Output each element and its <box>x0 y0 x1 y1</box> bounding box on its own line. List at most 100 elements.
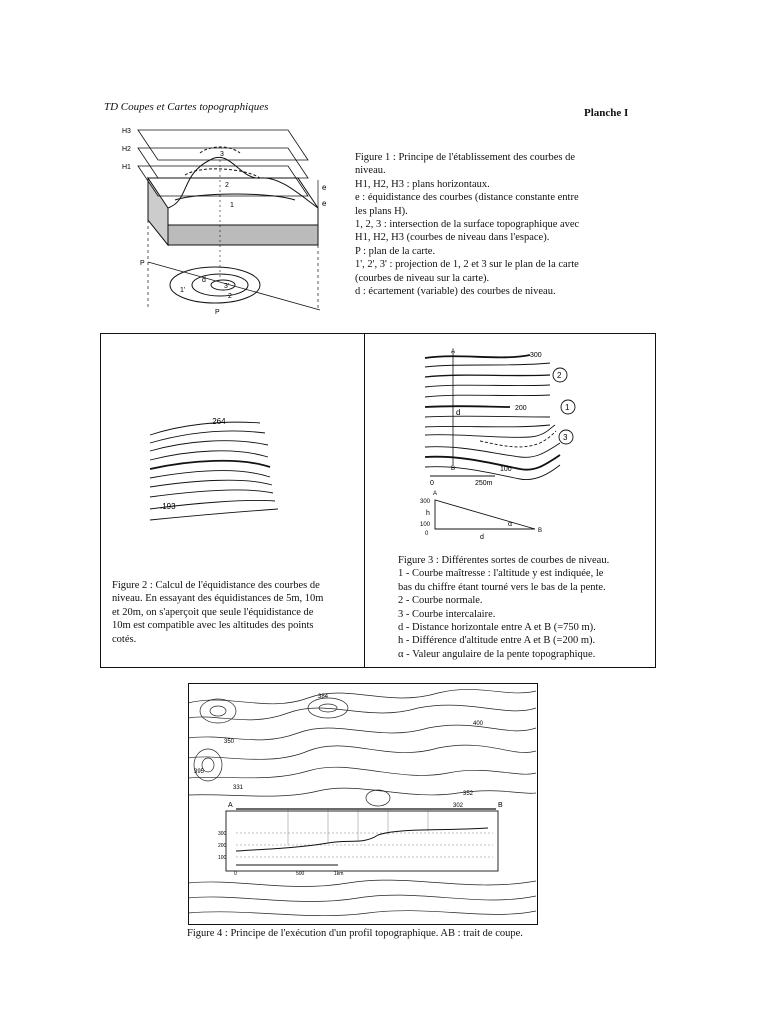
fig2-spot-193: .193 <box>160 502 176 511</box>
fig3-label-300: 300 <box>530 352 542 359</box>
figure2-contours: .264 .193 <box>149 417 279 521</box>
fig3-contour-200 <box>424 405 511 408</box>
fig1-terrain-surface <box>167 157 319 209</box>
fig3-label-d: d <box>456 408 460 417</box>
fig4-label-b: B <box>498 802 503 809</box>
fig1-label-pp: P <box>215 309 220 316</box>
figure2-line: Figure 2 : Calcul de l'équidistance des … <box>112 580 320 591</box>
figure2-line: et 20m, on s'aperçoit que seule l'équidi… <box>112 606 314 618</box>
fig3-contour-intercalary <box>479 430 557 448</box>
fig4-label-350: 350 <box>224 739 235 745</box>
figure2-line: niveau. En essayant des équidistances de… <box>112 593 324 605</box>
fig3-contour <box>424 394 551 398</box>
fig4-axis-100: 100 <box>218 855 227 861</box>
fig4-contour <box>188 894 536 902</box>
plate-label: Planche I <box>584 107 629 119</box>
fig3-tri-d: d <box>480 534 484 541</box>
figure1-line: e : équidistance des courbes (distance c… <box>355 192 579 204</box>
fig1-map-contour-3 <box>210 279 236 291</box>
figure1-line: H1, H2, H3 (courbes de niveau dans l'esp… <box>355 232 550 244</box>
fig3-label-zero: 0 <box>430 480 434 487</box>
fig4-contour-closed <box>201 757 215 773</box>
figure3-line: Figure 3 : Différentes sortes de courbes… <box>398 555 610 566</box>
fig2-contour <box>149 470 271 479</box>
document-title: TD Coupes et Cartes topographiques <box>104 101 269 113</box>
figure1-line: H1, H2, H3 : plans horizontaux. <box>355 178 490 190</box>
fig4-axis-200: 200 <box>218 843 227 849</box>
figure4-map: A B 331 395 384 400 352 302 350 300 200 … <box>188 689 536 916</box>
fig4-contour-closed <box>209 705 227 717</box>
figure3-line: 1 - Courbe maîtresse : l'altitude y est … <box>398 568 604 580</box>
fig4-label-a: A <box>228 802 233 809</box>
fig1-label-3: 3 <box>220 151 224 158</box>
fig1-label-1p: 1' <box>180 287 185 294</box>
fig3-label-scale: 250m <box>475 480 493 487</box>
fig4-contour <box>188 910 536 916</box>
fig4-contour-closed <box>318 703 338 713</box>
fig3-label-200: 200 <box>515 405 527 412</box>
fig3-circle-2 <box>552 367 568 383</box>
fig3-label-100: 100 <box>500 466 512 473</box>
figure1-line: (courbes de niveau sur la carte). <box>355 272 490 284</box>
fig2-contour <box>149 500 276 510</box>
fig4-label-384: 384 <box>318 694 329 700</box>
fig1-label-e1: e <box>322 183 327 192</box>
fig3-contour <box>424 424 551 428</box>
fig3-contour <box>424 415 551 418</box>
fig1-plane-h3 <box>137 129 309 161</box>
figure1-block-diagram: H3 H2 H1 e e P 1 2 3 1' 2 3' d P <box>122 128 327 316</box>
figure3-diagram: 2 1 3 A B 300 200 100 d 0 250m A 300 h 1… <box>420 349 576 541</box>
fig1-terrain-side <box>147 176 169 247</box>
fig1-label-h2: H2 <box>122 146 131 153</box>
fig3-contour <box>424 384 551 388</box>
fig1-plane-h1 <box>137 165 309 197</box>
fig4-contour-closed <box>193 748 223 782</box>
fig4-contour <box>188 787 536 797</box>
fig3-circle-1-label: 1 <box>565 403 570 412</box>
fig4-contour <box>188 689 536 705</box>
fig1-map-contour-1 <box>169 266 261 304</box>
fig3-tri-a: A <box>433 491 437 497</box>
fig1-terrain-front <box>167 224 319 246</box>
fig1-map-plane-edge <box>147 261 321 311</box>
fig1-label-2: 2 <box>225 182 229 189</box>
fig3-label-a: A <box>451 349 455 355</box>
fig3-slope-triangle <box>434 499 536 530</box>
figure2-caption: Figure 2 : Calcul de l'équidistance des … <box>112 579 337 646</box>
figure1-line: P : plan de la carte. <box>355 245 436 257</box>
fig4-axis-0: 0 <box>234 871 237 877</box>
fig4-axis-300: 300 <box>218 831 227 837</box>
fig1-label-2p: 2 <box>228 293 232 300</box>
fig2-contour <box>149 421 261 436</box>
fig2-contour <box>149 430 266 444</box>
figure3-line: 3 - Courbe intercalaire. <box>398 608 496 620</box>
fig3-contour <box>424 362 551 368</box>
fig1-plane-h2 <box>137 147 309 179</box>
fig1-label-h1: H1 <box>122 164 131 171</box>
fig4-contour <box>188 879 536 887</box>
fig1-label-3p: 3' <box>224 283 229 290</box>
figure1-line: les plans H). <box>355 205 408 217</box>
fig1-label-e2: e <box>322 199 327 208</box>
fig2-contour-bold <box>149 459 271 470</box>
fig2-contour <box>149 440 269 452</box>
fig4-contour-closed <box>199 698 237 724</box>
figure3-line: d - Distance horizontale entre A et B (=… <box>398 622 596 634</box>
fig4-contour <box>188 744 536 760</box>
fig3-tri-100: 100 <box>420 522 431 528</box>
fig3-contour-normal <box>424 374 551 378</box>
fig3-tri-300: 300 <box>420 499 431 505</box>
figure1-line: Figure 1 : Principe de l'établissement d… <box>355 152 576 163</box>
fig2-contour <box>149 489 274 498</box>
fig3-circle-3-label: 3 <box>563 433 568 442</box>
figure4-caption: Figure 4 : Principe de l'exécution d'un … <box>187 928 523 939</box>
fig3-circle-1 <box>560 399 576 415</box>
fig3-contour <box>424 442 561 458</box>
fig4-axis-1km: 1km <box>334 871 343 877</box>
figure1-caption: Figure 1 : Principe de l'établissement d… <box>355 151 625 298</box>
fig4-label-400: 400 <box>473 721 484 727</box>
fig4-label-331: 331 <box>233 785 244 791</box>
fig4-axis-500: 500 <box>296 871 305 877</box>
figure3-line: bas du chiffre étant tourné vers le bas … <box>398 581 606 593</box>
fig1-curve-3 <box>199 146 241 154</box>
